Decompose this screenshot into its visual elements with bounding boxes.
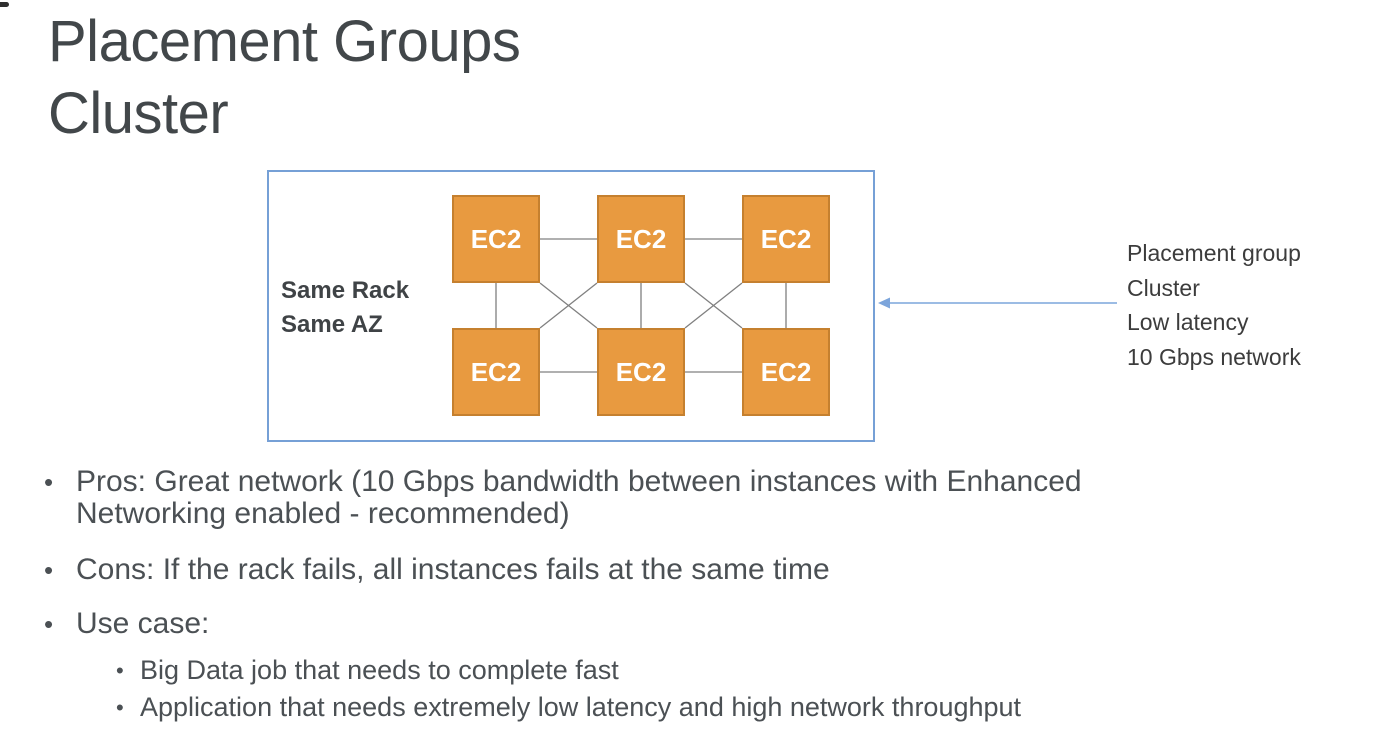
annotation-line-2: Cluster: [1127, 274, 1200, 301]
ec2-node-6: EC2: [742, 328, 830, 416]
annotation-block: Placement group Cluster Low latency 10 G…: [1127, 236, 1301, 374]
sub-bullet-2-text: Application that needs extremely low lat…: [140, 692, 1022, 722]
rack-label-line-2: Same AZ: [281, 311, 383, 338]
annotation-line-3: Low latency: [1127, 309, 1249, 335]
rack-label: Same Rack Same AZ: [281, 274, 409, 342]
sub-bullet-1-text: Big Data job that needs to complete fast: [140, 655, 619, 685]
pointer-arrow-icon: [878, 297, 1117, 309]
connector-line: [539, 282, 598, 329]
title-line-1: Placement Groups: [48, 9, 521, 74]
ec2-node-3: EC2: [742, 195, 830, 283]
bullet-cons-text: Cons: If the rack fails, all instances f…: [76, 553, 830, 586]
bullet-pros: • Pros: Great network (10 Gbps bandwidth…: [44, 466, 1156, 530]
bullet-cons: • Cons: If the rack fails, all instances…: [44, 554, 1156, 586]
ec2-node-1: EC2: [452, 195, 540, 283]
bullet-use-case: • Use case:: [44, 608, 1156, 640]
annotation-line-4: 10 Gbps network: [1127, 343, 1301, 370]
bullet-dot: •: [116, 658, 124, 683]
placement-group-frame: Same Rack Same AZ EC2 EC2 EC2 EC2 EC2 EC…: [267, 170, 875, 442]
slide-title: Placement Groups Cluster: [48, 6, 521, 150]
rack-label-line-1: Same Rack: [281, 277, 410, 304]
sub-bullet-1: • Big Data job that needs to complete fa…: [116, 652, 1156, 689]
ec2-node-2: EC2: [597, 195, 685, 283]
ec2-node-4: EC2: [452, 328, 540, 416]
title-line-2: Cluster: [48, 81, 229, 146]
bullet-pros-text: Pros: Great network (10 Gbps bandwidth b…: [76, 465, 1082, 530]
bullet-dot: •: [44, 609, 54, 639]
sub-bullet-list: • Big Data job that needs to complete fa…: [44, 652, 1156, 726]
network-connector-lines: [495, 238, 787, 373]
sub-bullet-2: • Application that needs extremely low l…: [116, 689, 1156, 726]
annotation-line-1: Placement group: [1127, 240, 1301, 266]
bullet-list: • Pros: Great network (10 Gbps bandwidth…: [44, 466, 1156, 726]
bullet-dot: •: [44, 467, 54, 497]
corner-artifact: [0, 2, 9, 7]
bullet-dot: •: [44, 555, 54, 585]
bullet-use-case-text: Use case:: [76, 607, 210, 640]
connector-line: [684, 282, 743, 329]
ec2-node-5: EC2: [597, 328, 685, 416]
bullet-dot: •: [116, 695, 124, 720]
